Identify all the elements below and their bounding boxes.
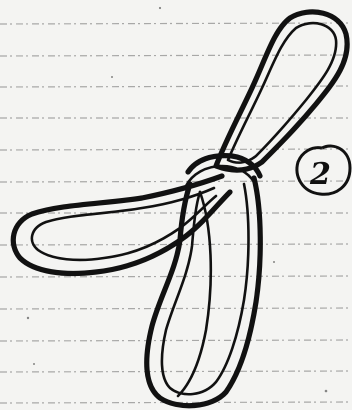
ruled-line: [0, 55, 352, 56]
ruled-line: [0, 340, 352, 341]
ruled-line: [0, 276, 352, 277]
speck: [27, 317, 29, 319]
speck: [33, 363, 35, 365]
speck: [111, 76, 113, 78]
figure-label: 2: [297, 146, 350, 194]
speck: [159, 7, 161, 9]
ruled-line: [0, 308, 352, 309]
speck: [325, 390, 328, 393]
left-arm: [13, 176, 230, 273]
speck: [273, 261, 275, 263]
ruled-lines: [0, 23, 352, 403]
ruled-line: [0, 371, 352, 372]
ruled-line: [0, 23, 352, 24]
ruled-line: [0, 86, 352, 87]
figure-number: 2: [309, 157, 331, 192]
ruled-line: [0, 149, 352, 150]
